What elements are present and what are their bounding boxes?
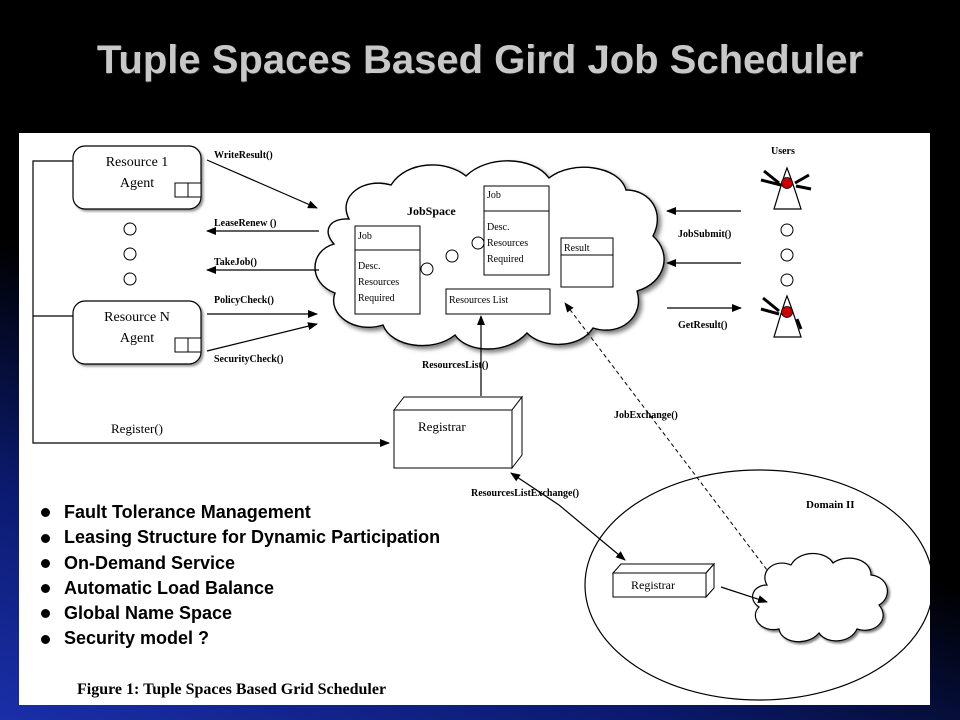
resource-n-name: Resource N [104, 310, 170, 325]
feature-list-item: Security model ? [41, 626, 440, 651]
jobspace-ellipsis-dot [420, 262, 434, 276]
jobspace-ellipsis-dot [471, 236, 485, 250]
feature-text: On-Demand Service [64, 552, 236, 573]
feature-text: Security model ? [64, 628, 210, 649]
resource-1-role: Agent [120, 176, 154, 191]
feature-list-item: Fault Tolerance Management [41, 500, 440, 525]
users-ellipsis-dot [780, 223, 794, 237]
feature-list-item: Leasing Structure for Dynamic Participat… [41, 525, 440, 550]
resource-1-name: Resource 1 [106, 155, 169, 170]
resources-list-label: Resources List [449, 295, 508, 306]
job-box-1 [354, 225, 421, 315]
resources-list-call-label: ResourcesList() [422, 360, 488, 371]
job-box-1-line: Desc. [358, 261, 381, 272]
port-icon [187, 182, 202, 198]
policy-check-label: PolicyCheck() [214, 295, 274, 306]
duke-mascot-icon [760, 294, 803, 338]
resource-ellipsis-dot [123, 222, 137, 236]
jobspace-ellipsis-dot [445, 249, 459, 263]
jobspace-label: JobSpace [407, 204, 456, 218]
feature-text: Automatic Load Balance [64, 577, 275, 598]
job-box-1-line: Required [358, 293, 395, 304]
feature-list-item: On-Demand Service [41, 551, 440, 576]
port-icon [187, 337, 202, 353]
feature-list-item: Automatic Load Balance [41, 576, 440, 601]
security-check-arrow [206, 322, 318, 352]
registrar-box [392, 396, 524, 411]
bullet-icon [41, 558, 50, 568]
job-box-2-line: Desc. [487, 222, 510, 233]
domain-ii-cloud [751, 552, 888, 643]
feature-list: Fault Tolerance Management Leasing Struc… [41, 500, 440, 652]
figure-caption: Figure 1: Tuple Spaces Based Grid Schedu… [77, 681, 387, 698]
job-box-2-line: Required [487, 254, 524, 265]
users-label: Users [771, 146, 795, 157]
job-submit-label: JobSubmit() [678, 229, 731, 240]
resource-1-agent [72, 145, 202, 210]
result-label: Result [564, 243, 590, 254]
registrar-label: Registrar [418, 419, 466, 434]
port-icon [174, 337, 189, 353]
take-job-label: TakeJob() [214, 257, 257, 268]
write-result-label: WriteResult() [214, 150, 273, 161]
registrar-to-cloud-arrow [720, 586, 768, 604]
resources-list-exchange-arrow [510, 472, 560, 506]
architecture-diagram: Domain II JobSpace Job Desc. Resources R… [32, 145, 930, 701]
register-label: Register() [111, 421, 163, 436]
registrar-2-box [611, 563, 716, 574]
domain-ii-label: Domain II [806, 499, 855, 511]
write-result-arrow [206, 159, 318, 209]
registrar-2-label: Registrar [631, 578, 675, 592]
bullet-icon [41, 508, 50, 518]
job-exchange-label: JobExchange() [614, 410, 678, 421]
feature-text: Global Name Space [64, 603, 233, 624]
result-box [560, 237, 614, 288]
register-connector [32, 160, 390, 447]
resource-ellipsis-dot [123, 247, 137, 261]
lease-renew-label: LeaseRenew () [214, 218, 276, 229]
job-box-2 [483, 185, 550, 276]
feature-text: Fault Tolerance Management [64, 502, 311, 522]
users-ellipsis-dot [780, 273, 794, 287]
duke-mascot-icon [760, 166, 812, 210]
job-box-1-line: Resources [358, 277, 399, 288]
bullet-icon [41, 533, 50, 543]
job-box-2-line: Resources [487, 238, 528, 249]
bullet-icon [41, 634, 50, 644]
resources-list-exchange-label: ResourcesListExchange() [471, 488, 579, 499]
feature-list-item: Global Name Space [41, 601, 440, 626]
slide-title: Tuple Spaces Based Gird Job Scheduler [96, 38, 864, 82]
resource-n-agent [72, 300, 202, 365]
get-result-label: GetResult() [678, 320, 727, 331]
resources-list-box [445, 288, 551, 315]
users-ellipsis-dot [780, 248, 794, 262]
job-box-1-title: Job [358, 231, 372, 242]
bullet-icon [41, 609, 50, 619]
job-box-2-title: Job [487, 190, 501, 201]
bullet-icon [41, 584, 50, 594]
port-icon [174, 182, 189, 198]
diagram-panel: Domain II JobSpace Job Desc. Resources R… [19, 133, 930, 705]
resource-ellipsis-dot [123, 272, 137, 286]
feature-text: Leasing Structure for Dynamic Participat… [64, 527, 441, 548]
resource-n-role: Agent [120, 331, 154, 346]
security-check-label: SecurityCheck() [214, 354, 283, 365]
